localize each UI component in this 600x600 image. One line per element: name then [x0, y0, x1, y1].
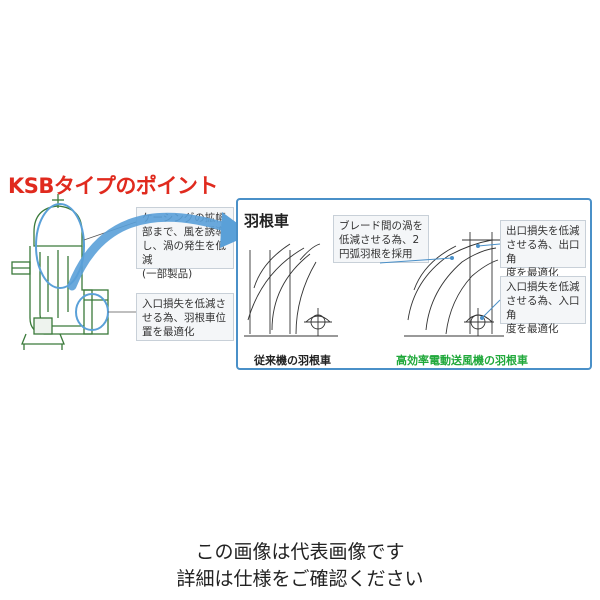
high-efficiency-impeller [407, 232, 500, 336]
diagram-title: KSBタイプのポイント [8, 174, 218, 198]
inlet-position-note: 入口損失を低減さ せる為、羽根車位 置を最適化 [136, 293, 234, 341]
high-efficiency-impeller-caption: 高効率電動送風機の羽根車 [396, 354, 528, 367]
disclaimer-line-2: 詳細は仕様をご確認ください [176, 568, 424, 590]
inlet-angle-note: 入口損失を低減 させる為、入口角 度を最適化 [500, 276, 586, 335]
disclaimer-line-1: この画像は代表画像です [195, 541, 405, 563]
blade-note: ブレード間の渦を 低減させる為、2 円弧羽根を採用 [333, 215, 429, 263]
impeller-panel-title: 羽根車 [244, 212, 290, 230]
conventional-impeller [247, 243, 332, 336]
conventional-impeller-caption: 従来機の羽根車 [254, 354, 331, 367]
outlet-note: 出口損失を低減 させる為、出口角 度を最適化 [500, 220, 586, 279]
